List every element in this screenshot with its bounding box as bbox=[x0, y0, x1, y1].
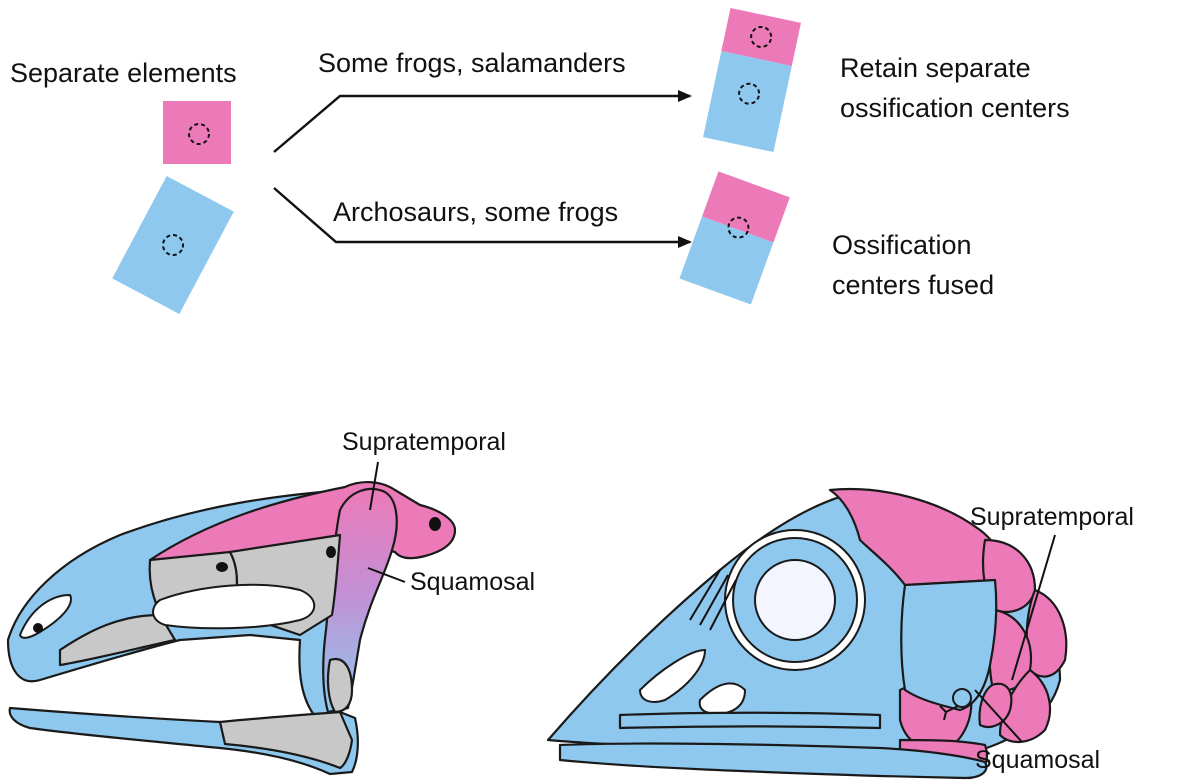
upper-outcome-line1: Retain separate bbox=[840, 53, 1031, 83]
upper-path-label: Some frogs, salamanders bbox=[318, 48, 626, 78]
left-squamosal-label: Squamosal bbox=[410, 568, 535, 596]
left-skull-foramen bbox=[33, 623, 43, 633]
retained-separate-elements bbox=[703, 8, 801, 152]
fused-element bbox=[679, 171, 789, 304]
lower-path-label: Archosaurs, some frogs bbox=[333, 197, 618, 227]
left-supratemporal-label: Supratemporal bbox=[342, 428, 506, 456]
right-skull-sclerotic-ring bbox=[725, 530, 865, 670]
separate-elements-label: Separate elements bbox=[10, 58, 237, 88]
right-squamosal-label: Squamosal bbox=[975, 746, 1100, 774]
upper-outcome-line2: ossification centers bbox=[840, 93, 1070, 123]
separate-blue-element bbox=[112, 176, 234, 314]
left-skull: Supratemporal Squamosal bbox=[8, 428, 535, 774]
separate-pink-element bbox=[163, 101, 231, 164]
right-supratemporal-label: Supratemporal bbox=[970, 503, 1134, 531]
top-diagram: Separate elements Some frogs, salamander… bbox=[10, 8, 1070, 314]
lower-outcome-line1: Ossification bbox=[832, 230, 972, 260]
left-skull-quadrate bbox=[328, 659, 352, 712]
right-skull-pink-side-2 bbox=[1027, 590, 1067, 677]
right-skull-jugal-bar bbox=[620, 713, 880, 728]
left-skull-foramen bbox=[326, 546, 336, 558]
left-skull-foramen bbox=[216, 562, 228, 572]
right-skull-squamosal bbox=[901, 580, 996, 710]
left-skull-foramen bbox=[429, 517, 441, 531]
upper-path-arrow bbox=[274, 96, 690, 152]
lower-outcome-line2: centers fused bbox=[832, 270, 994, 300]
right-skull: Supratemporal Squamosal bbox=[548, 489, 1134, 778]
